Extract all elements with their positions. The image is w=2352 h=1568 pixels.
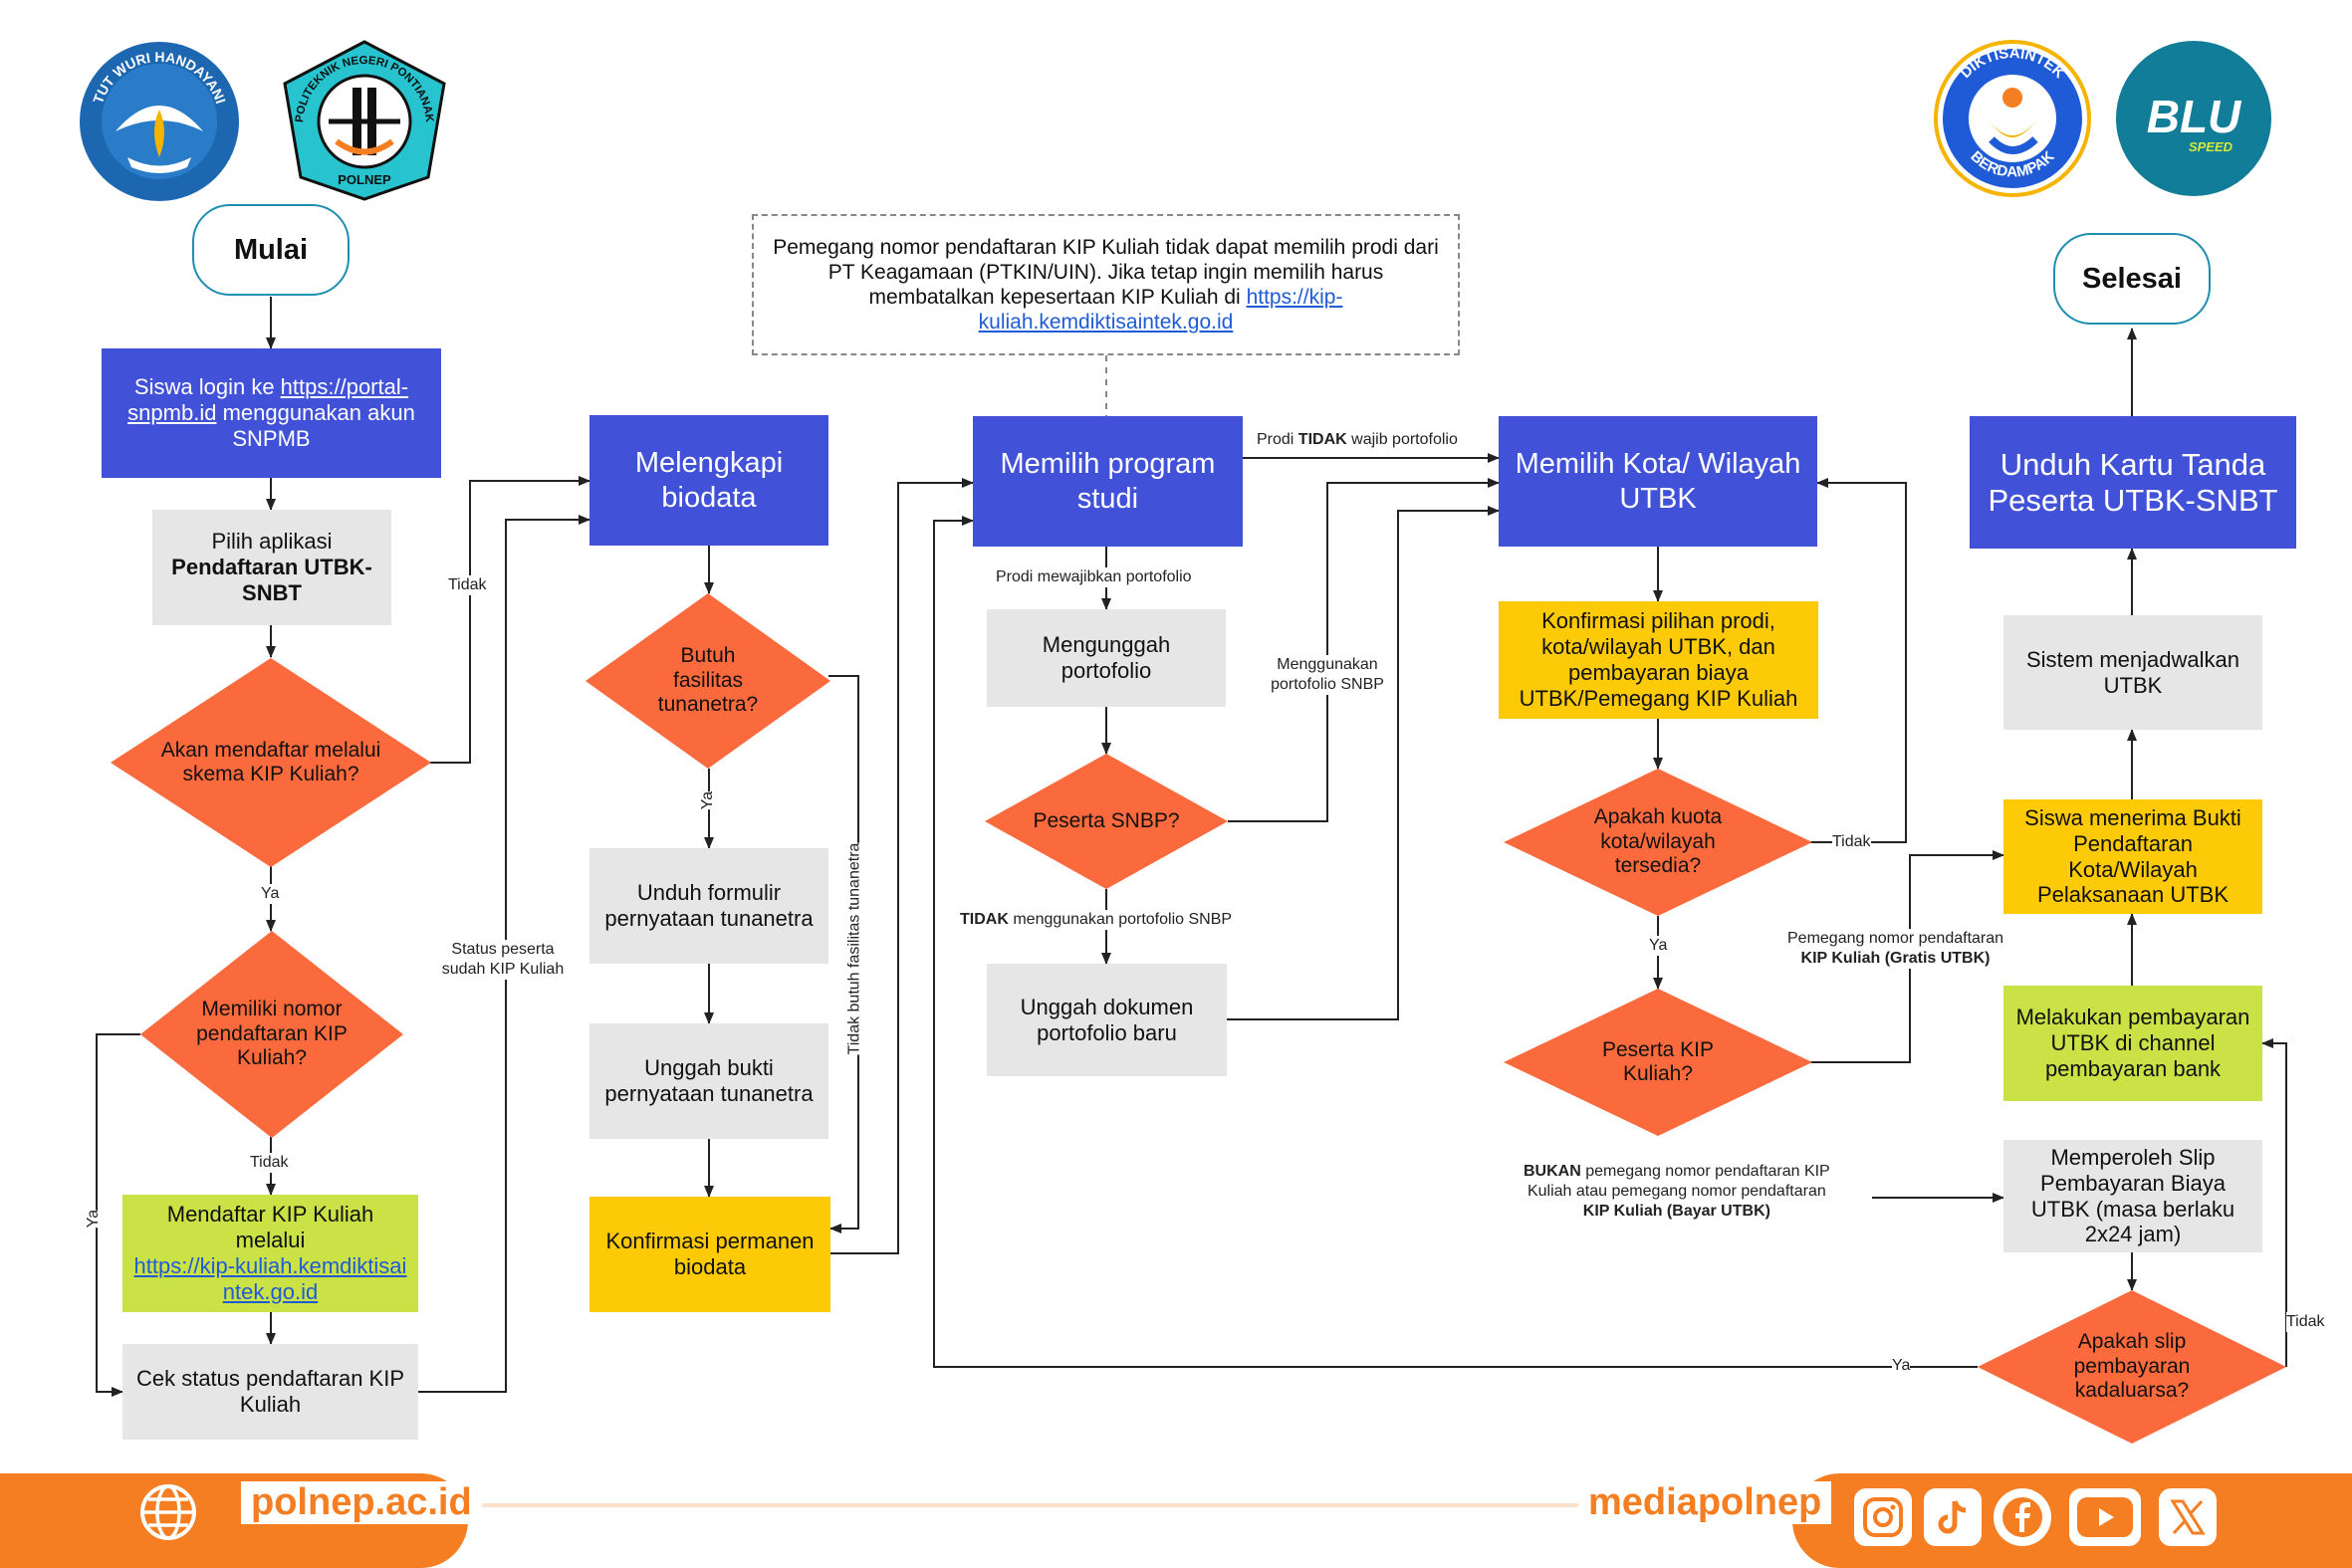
polnep-logo: POLITEKNIK NEGERI PONTIANAK POLNEP: [279, 38, 450, 202]
cek-status-step: Cek status pendaftaran KIP Kuliah: [122, 1344, 418, 1440]
edge-unggah-kota: [1227, 506, 1500, 1020]
siswa-menerima-step: Siswa menerima Bukti Pendaftaran Kota/Wi…: [2003, 799, 2262, 914]
konfirmasi-permanen-step: Konfirmasi permanen biodata: [589, 1197, 830, 1312]
memperoleh-slip-step: Memperoleh Slip Pembayaran Biaya UTBK (m…: [2003, 1140, 2262, 1252]
edge-apakah-tidak-pembayaran: [2261, 1038, 2287, 1367]
portal-snpmb-link[interactable]: https://portal-snpmb.id: [127, 374, 409, 426]
footer-divider: [0, 1503, 2352, 1507]
instagram-icon[interactable]: [1854, 1488, 1912, 1546]
label-ya-memiliki: Ya: [85, 1209, 104, 1229]
kemendikbud-logo: TUT WURI HANDAYANI: [78, 40, 242, 204]
edge-apakah-ya-prodi: [933, 516, 1978, 1368]
kip-kuliah-link[interactable]: https://kip-kuliah.kemdiktisaintek.go.id: [133, 1253, 407, 1304]
label-tidak-butuh: Tidak butuh fasilitas tunanetra: [845, 842, 864, 1055]
melakukan-pembayaran-step: Melakukan pembayaran UTBK di channel pem…: [2003, 986, 2262, 1101]
end-terminal: Selesai: [2053, 233, 2211, 325]
label-status-kip: Status peserta sudah KIP Kuliah: [438, 940, 568, 980]
label-prodi-tidak-wajib: Prodi TIDAK wajib portofolio: [1257, 430, 1458, 450]
speed-text: SPEED: [2189, 139, 2234, 154]
edge-kuota-tidak-kota: [1810, 478, 1907, 843]
melengkapi-biodata-step: Melengkapi biodata: [589, 415, 828, 546]
sistem-menjadwalkan-step: Sistem menjadwalkan UTBK: [2003, 615, 2262, 730]
media-handle[interactable]: mediapolnep: [1578, 1481, 1832, 1524]
edge-akan-tidak-biodata: [430, 476, 590, 764]
unduh-kartu-step: Unduh Kartu Tanda Peserta UTBK-SNBT: [1970, 416, 2296, 549]
globe-icon: [139, 1483, 197, 1541]
label-tidak-memiliki: Tidak: [250, 1153, 289, 1173]
memilih-prodi-step: Memilih program studi: [973, 416, 1243, 547]
label-ya-slip: Ya: [1892, 1356, 1911, 1376]
label-menggunakan-snbp: Menggunakan portofolio SNBP: [1263, 655, 1392, 695]
mengunggah-portofolio-step: Mengunggah portofolio: [987, 609, 1226, 707]
tiktok-icon[interactable]: [1924, 1488, 1982, 1546]
konfirmasi-pilihan-step: Konfirmasi pilihan prodi, kota/wilayah U…: [1499, 601, 1818, 719]
label-tidak-akan: Tidak: [448, 575, 487, 595]
label-ya-akan: Ya: [261, 884, 280, 904]
label-tidak-slip: Tidak: [2286, 1312, 2325, 1332]
x-twitter-icon[interactable]: [2159, 1488, 2217, 1546]
kip-note-link[interactable]: https://kip-kuliah.kemdiktisaintek.go.id: [978, 286, 1343, 335]
memilih-kota-step: Memilih Kota/ Wilayah UTBK: [1499, 416, 1817, 547]
unggah-dokumen-step: Unggah dokumen portofolio baru: [987, 964, 1227, 1076]
label-ya-butuh: Ya: [699, 790, 718, 810]
label-ya-kuota: Ya: [1649, 936, 1668, 956]
edge-konfirmasi-prodi: [830, 478, 974, 1254]
diktisaintek-logo: DIKTISAINTEK BERDAMPAK: [1934, 40, 2091, 197]
label-prodi-wajib: Prodi mewajibkan portofolio: [996, 567, 1192, 587]
label-tidak-kuota: Tidak: [1832, 832, 1871, 852]
login-step: Siswa login ke https://portal-snpmb.id m…: [102, 348, 441, 478]
youtube-icon[interactable]: [2069, 1488, 2141, 1546]
blu-text: BLU: [2147, 91, 2242, 142]
label-tidak-snbp: TIDAK menggunakan portofolio SNBP: [960, 910, 1233, 930]
unduh-formulir-step: Unduh formulir pernyataan tunanetra: [589, 848, 828, 964]
site-link[interactable]: polnep.ac.id: [241, 1481, 482, 1524]
unggah-bukti-step: Unggah bukti pernyataan tunanetra: [589, 1023, 828, 1139]
blu-speed-logo: BLU SPEED: [2115, 40, 2272, 197]
start-terminal: Mulai: [192, 204, 350, 296]
facebook-icon[interactable]: [1994, 1488, 2051, 1546]
polnep-logo-text: POLNEP: [338, 172, 391, 187]
edge-snbp-kota: [1228, 478, 1500, 822]
kip-note: Pemegang nomor pendaftaran KIP Kuliah ti…: [752, 214, 1460, 355]
